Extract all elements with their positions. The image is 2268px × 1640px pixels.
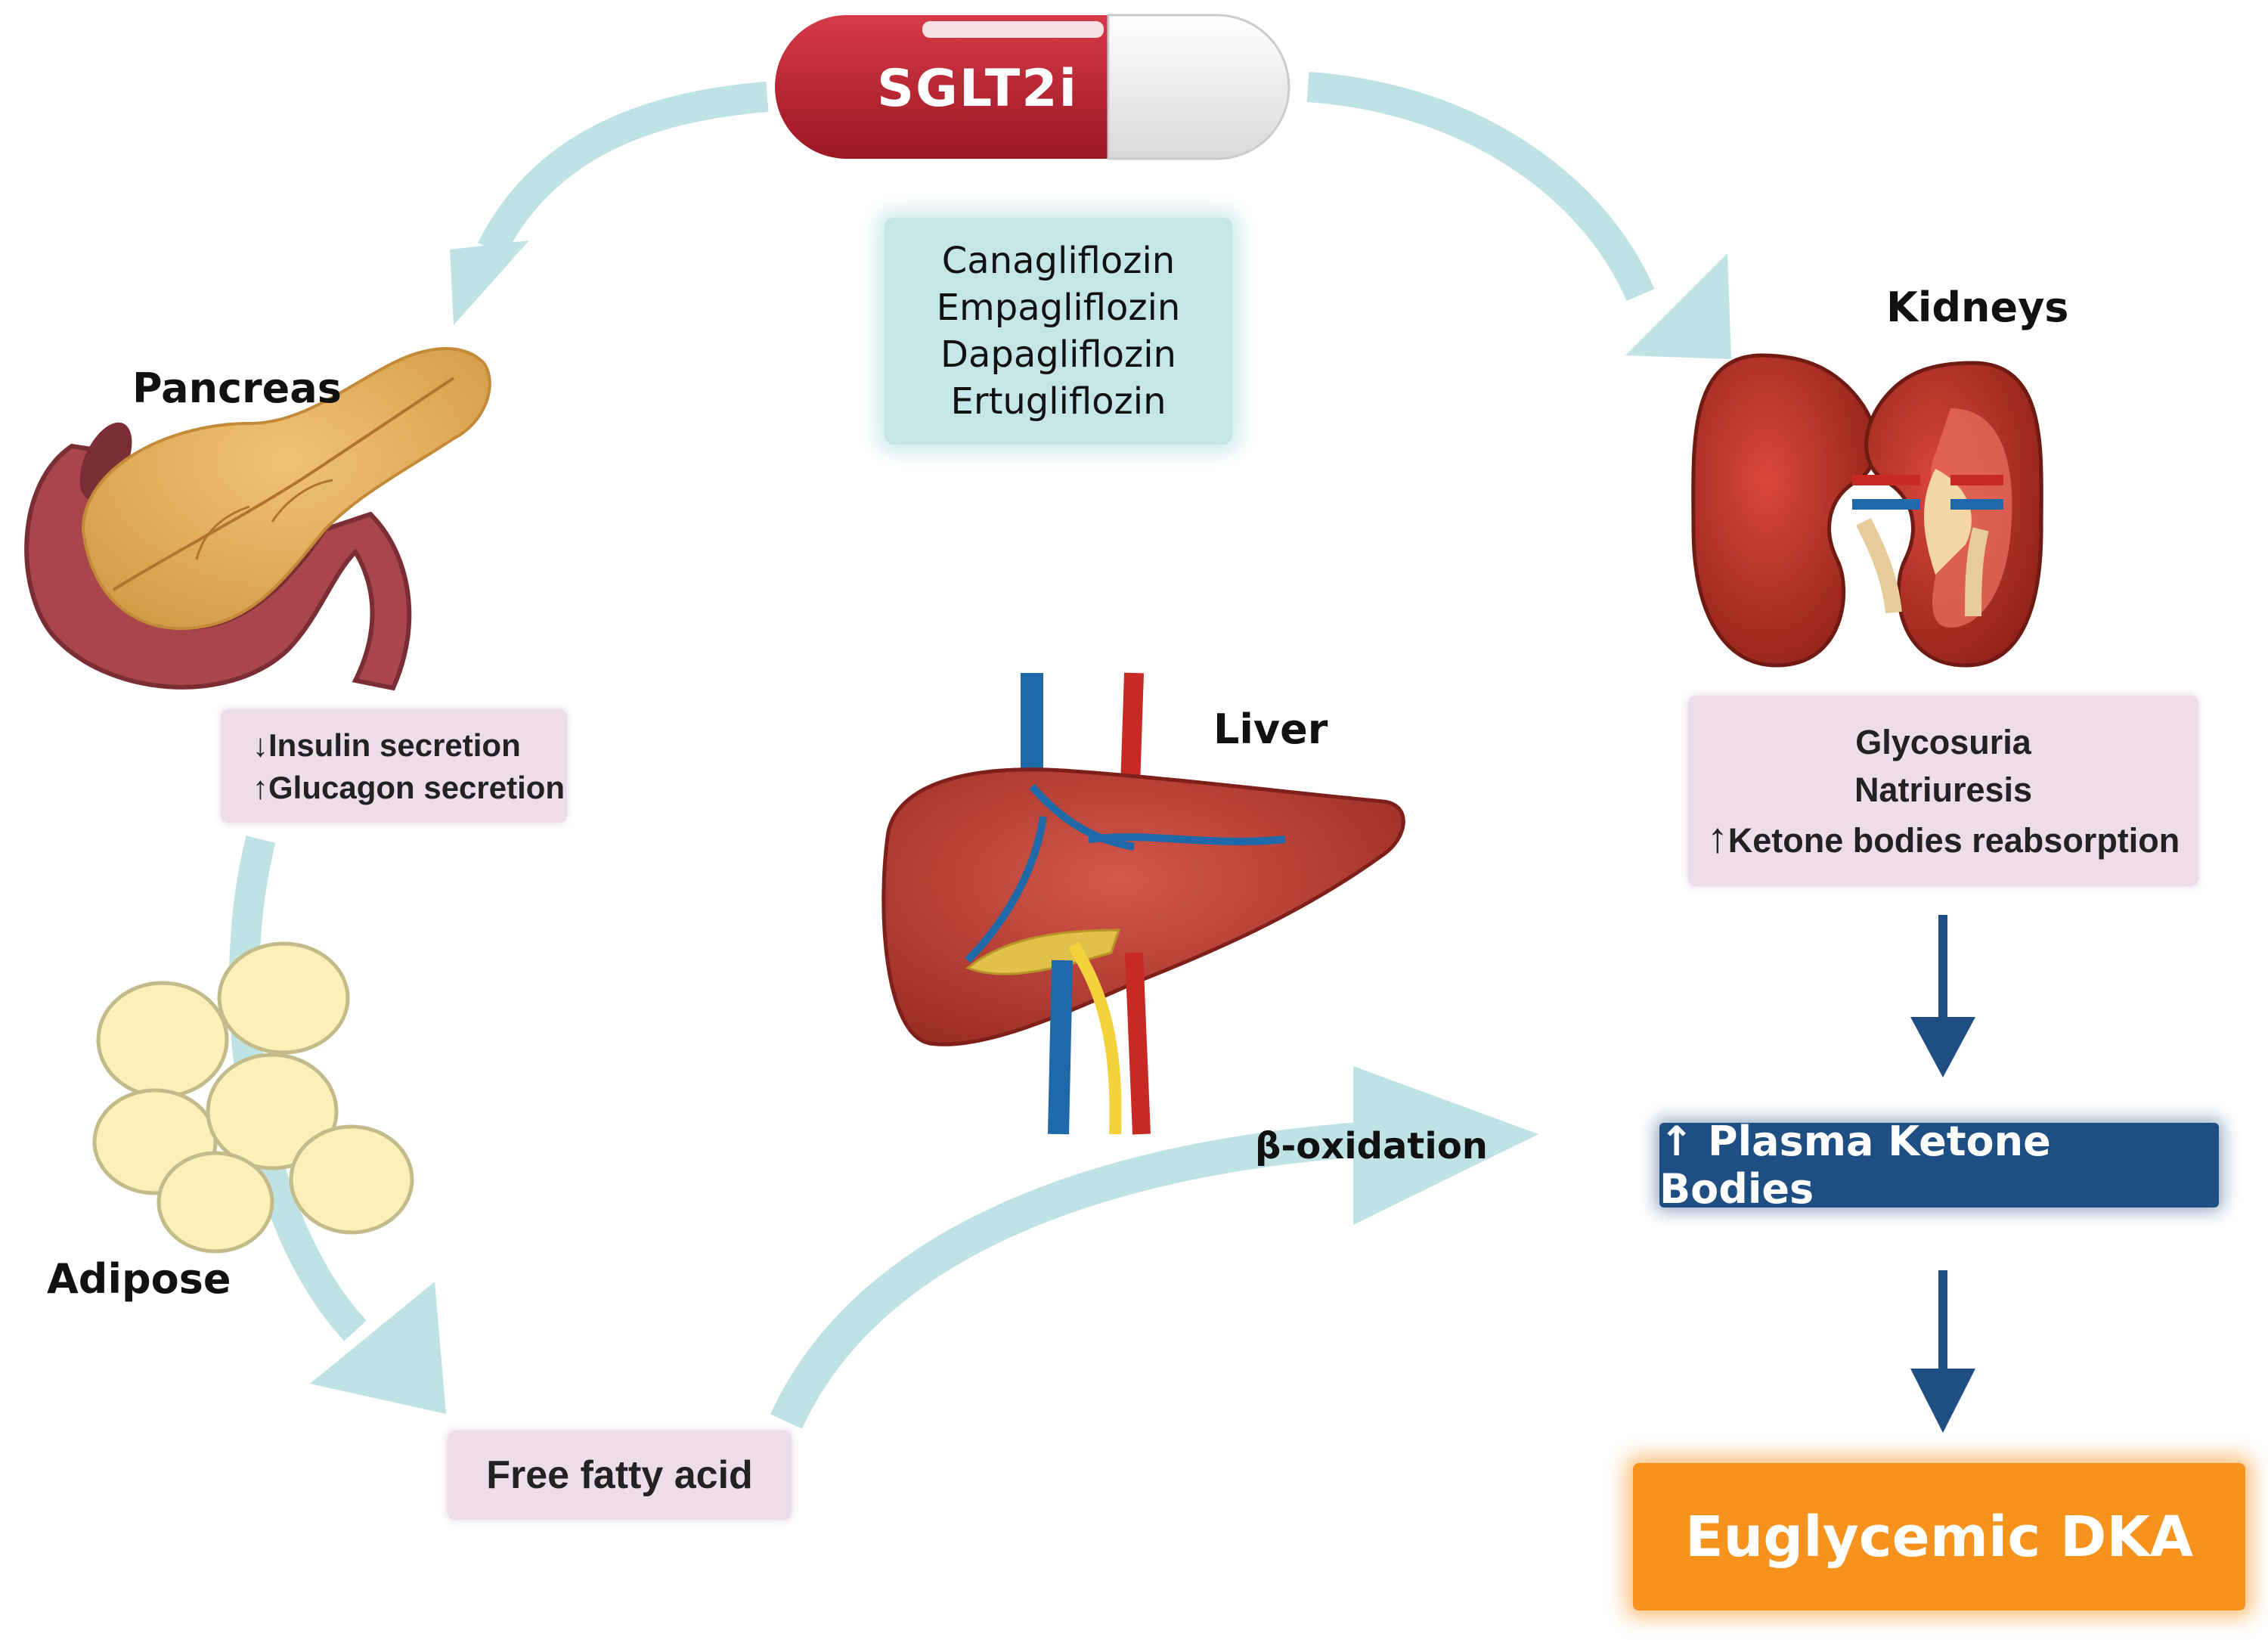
pancreas-label: Pancreas <box>132 364 342 412</box>
pancreas-effect-line: ↑Glucagon secretion <box>253 767 567 809</box>
up-arrow-icon: ↑ <box>1706 813 1728 861</box>
drug-item: Ertugliflozin <box>950 380 1167 423</box>
kidneys-effect-line: Glycosuria <box>1855 718 2031 766</box>
drug-list-box: Canagliflozin Empagliflozin Dapagliflozi… <box>885 218 1232 445</box>
sglt2i-pill <box>775 14 1290 160</box>
effect-text: Glucagon secretion <box>268 770 565 805</box>
pancreas-effects-box: ↓Insulin secretion ↑Glucagon secretion <box>221 709 567 823</box>
effect-text: Insulin secretion <box>268 727 521 763</box>
effect-text: Ketone bodies reabsorption <box>1727 820 2180 860</box>
arrow-pill-to-pancreas <box>450 82 769 325</box>
effect-text: Natriuresis <box>1854 770 2033 809</box>
euglycemic-dka-box: Euglycemic DKA <box>1633 1463 2245 1611</box>
kidneys-effect-line: Natriuresis <box>1854 766 2032 814</box>
pancreas-effect-line: ↓Insulin secretion <box>253 724 567 767</box>
pill-label: SGLT2i <box>877 59 1078 119</box>
arrow-ffa-to-oxidation <box>770 1066 1538 1429</box>
up-arrow-icon: ↑ <box>253 770 268 805</box>
plasma-ketone-box: ↑ Plasma Ketone Bodies <box>1659 1118 2219 1213</box>
kidneys-label: Kidneys <box>1886 284 2069 331</box>
liver-illustration <box>881 672 1405 1135</box>
arrow-kidneys-to-ketone <box>1910 915 1975 1077</box>
kidneys-effect-line: ↑Ketone bodies reabsorption <box>1707 814 2180 864</box>
drug-item: Canagliflozin <box>941 240 1176 282</box>
effect-text: Glycosuria <box>1855 722 2031 761</box>
kidneys-illustration <box>1691 353 2043 668</box>
down-arrow-icon: ↓ <box>253 727 268 763</box>
drug-item: Empagliflozin <box>936 287 1181 329</box>
arrow-pill-to-kidneys <box>1306 72 1731 359</box>
pancreas-illustration <box>24 347 491 691</box>
arrow-ketone-to-dka <box>1910 1270 1975 1433</box>
free-fatty-acid-box: Free fatty acid <box>448 1431 792 1520</box>
liver-label: Liver <box>1213 705 1328 753</box>
adipose-label: Adipose <box>47 1255 231 1303</box>
beta-oxidation-label: β-oxidation <box>1255 1125 1488 1167</box>
adipose-illustration <box>92 941 414 1254</box>
kidneys-effects-box: Glycosuria Natriuresis ↑Ketone bodies re… <box>1688 696 2198 886</box>
drug-item: Dapagliflozin <box>940 333 1176 376</box>
